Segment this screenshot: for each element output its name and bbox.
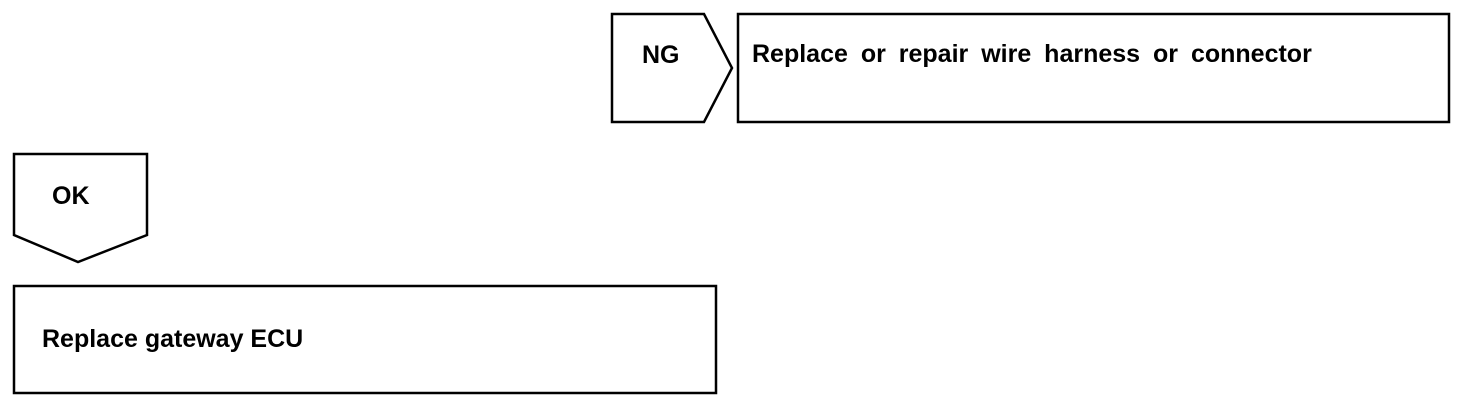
ng-action-box [736,12,1451,124]
ok-arrow-shape [12,152,149,264]
ng-arrow-shape [610,12,734,124]
ng-action-text: Replace or repair wire harness or connec… [752,40,1312,68]
ok-label: OK [52,182,90,210]
ok-action-box [12,284,718,395]
ok-action-text: Replace gateway ECU [42,325,304,353]
ng-label: NG [642,41,680,69]
